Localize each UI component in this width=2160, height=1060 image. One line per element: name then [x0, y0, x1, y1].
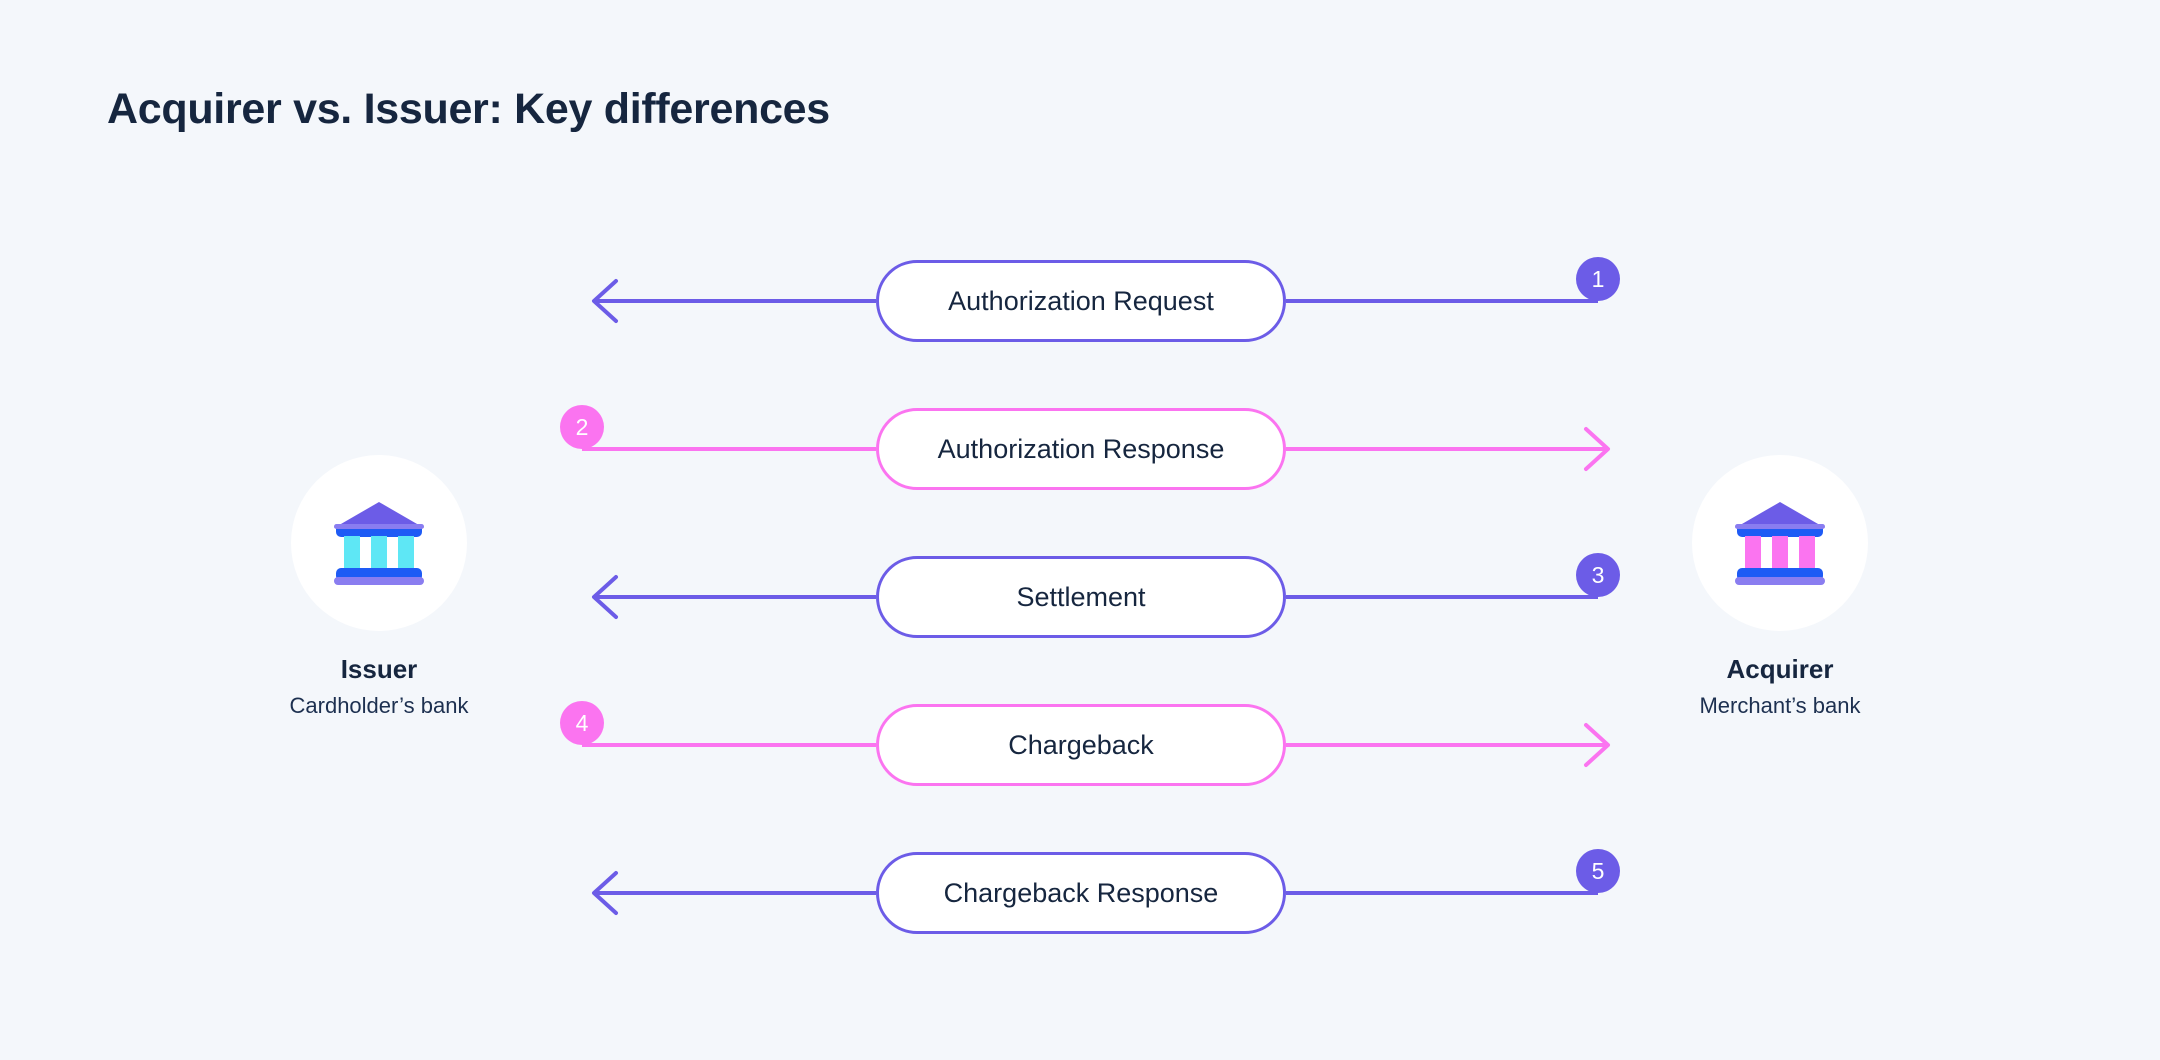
step-number: 4	[575, 709, 589, 736]
flow-row: Chargeback Response 5	[560, 833, 1620, 953]
actor-issuer: Issuer Cardholder’s bank	[229, 455, 529, 720]
actor-acquirer-subtitle: Merchant’s bank	[1699, 693, 1861, 719]
page-title: Acquirer vs. Issuer: Key differences	[107, 85, 830, 133]
actor-acquirer-name: Acquirer	[1726, 654, 1834, 684]
flow-arrow-rightward	[582, 723, 1610, 767]
bank-icon	[1735, 502, 1825, 585]
flow-arrow-leftward	[592, 871, 1598, 915]
flow-row: Chargeback 4	[560, 685, 1620, 805]
step-number: 3	[1591, 561, 1605, 588]
step-number: 5	[1591, 857, 1605, 884]
actor-acquirer: Acquirer Merchant’s bank	[1630, 455, 1930, 720]
flow-row: Authorization Response 2	[560, 389, 1620, 509]
flow-label-pill: Settlement	[876, 556, 1286, 638]
bank-icon	[334, 502, 424, 585]
flow-label-pill: Chargeback	[876, 704, 1286, 786]
actor-acquirer-avatar	[1692, 455, 1868, 631]
step-number: 1	[1591, 265, 1605, 292]
flow-row: Authorization Request 1	[560, 241, 1620, 361]
actor-issuer-subtitle: Cardholder’s bank	[289, 693, 469, 719]
flow-label-pill: Authorization Response	[876, 408, 1286, 490]
step-badge: 5	[1576, 849, 1620, 893]
step-number: 2	[575, 413, 589, 440]
actor-issuer-name: Issuer	[340, 654, 418, 684]
flow-arrow-leftward	[592, 279, 1598, 323]
flow-label-pill: Chargeback Response	[876, 852, 1286, 934]
flow-arrow-rightward	[582, 427, 1610, 471]
flow-row: Settlement 3	[560, 537, 1620, 657]
flow-label-pill: Authorization Request	[876, 260, 1286, 342]
step-badge: 3	[1576, 553, 1620, 597]
step-badge: 4	[560, 701, 604, 745]
step-badge: 2	[560, 405, 604, 449]
step-badge: 1	[1576, 257, 1620, 301]
flow-arrow-leftward	[592, 575, 1598, 619]
actor-issuer-avatar	[291, 455, 467, 631]
